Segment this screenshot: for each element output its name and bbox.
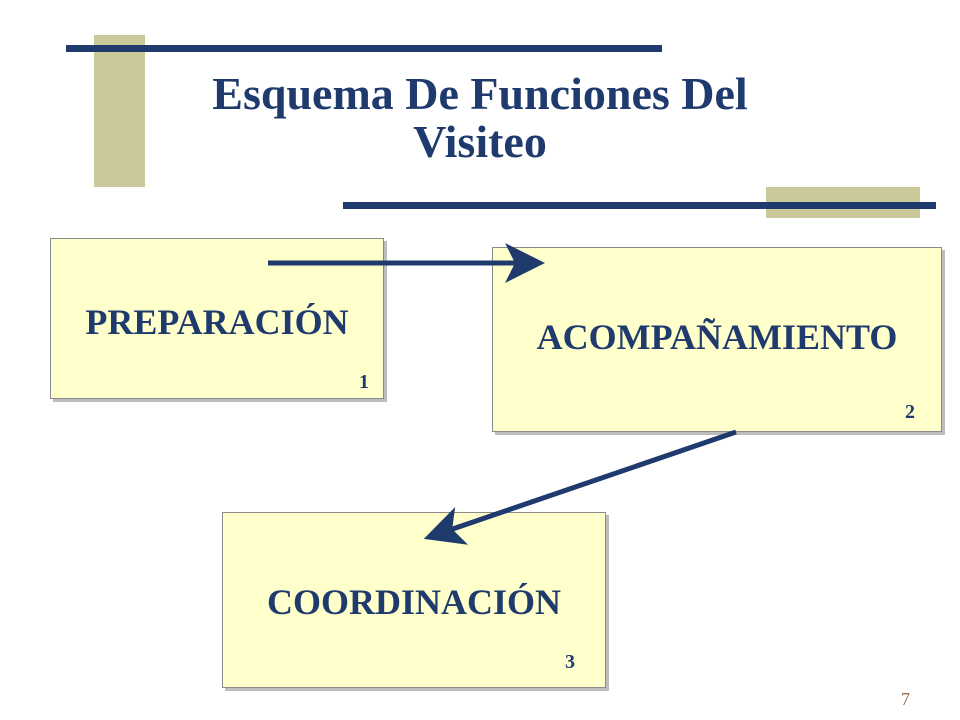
slide-title: Esquema De Funciones Del Visiteo bbox=[150, 70, 810, 166]
box-preparacion-label: PREPARACIÓN bbox=[85, 302, 349, 342]
arrow-acompanamiento-to-coordinacion bbox=[423, 429, 737, 545]
navy-bottom-line bbox=[343, 202, 936, 209]
box-coordinacion: COORDINACIÓN 3 bbox=[222, 512, 606, 688]
box-acompanamiento-label: ACOMPAÑAMIENTO bbox=[536, 317, 898, 357]
box-coordinacion-number: 3 bbox=[565, 651, 575, 673]
title-line-1: Esquema De Funciones Del bbox=[212, 68, 748, 119]
khaki-vertical-bar bbox=[94, 35, 145, 187]
box-acompanamiento: ACOMPAÑAMIENTO 2 bbox=[492, 247, 942, 432]
page-number: 7 bbox=[901, 689, 910, 709]
box-preparacion-number: 1 bbox=[359, 371, 369, 393]
box-acompanamiento-number: 2 bbox=[905, 401, 915, 423]
box-coordinacion-label: COORDINACIÓN bbox=[266, 582, 561, 622]
title-line-2: Visiteo bbox=[413, 116, 547, 167]
navy-top-line bbox=[66, 45, 662, 52]
